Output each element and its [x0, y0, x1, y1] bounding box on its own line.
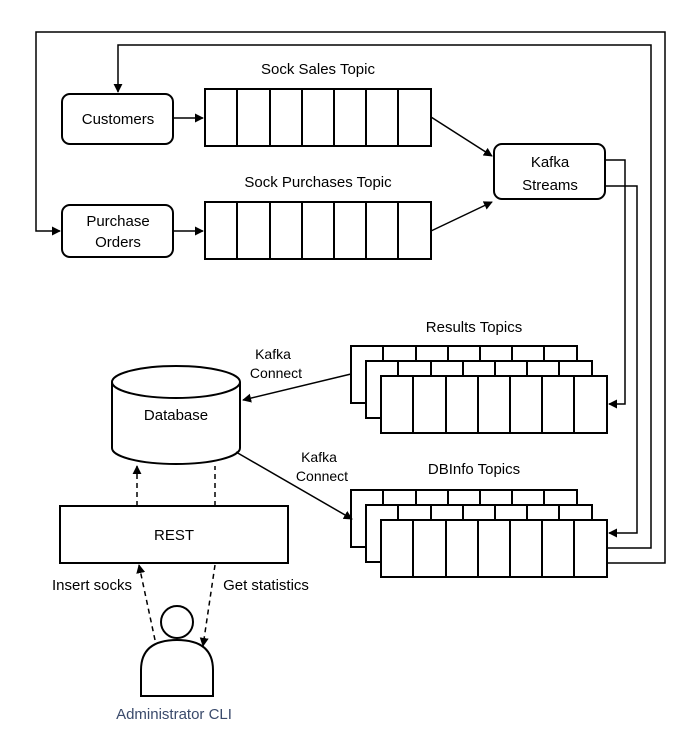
sock-sales-topic-queue [204, 88, 432, 147]
edge-purchases-to-streams [430, 201, 493, 232]
kafka-connect-lower-label-line1: Kafka [301, 449, 337, 465]
kafka-streams-label-line2: Streams [522, 177, 578, 194]
get-statistics-label: Get statistics [223, 577, 309, 594]
sock-sales-topic-label: Sock Sales Topic [261, 61, 375, 78]
kafka-connect-upper-label-line1: Kafka [255, 346, 291, 362]
purchase-orders-label-line2: Orders [95, 234, 141, 251]
purchase-orders-label-line1: Purchase [86, 213, 149, 230]
administrator-actor-icon [140, 605, 214, 697]
results-topics-stack [350, 345, 608, 434]
edge-streams-to-dbinfo [605, 185, 638, 538]
edge-dbinfo-to-customers [113, 44, 652, 549]
insert-socks-label: Insert socks [52, 577, 132, 594]
edge-dbinfo-to-purchase-orders [35, 31, 666, 564]
administrator-cli-label: Administrator CLI [116, 706, 232, 723]
edge-results-to-database [242, 373, 352, 403]
rest-label: REST [154, 527, 194, 544]
kafka-streams-label-line1: Kafka [531, 154, 570, 171]
purchase-orders-node: Purchase Orders [61, 204, 174, 258]
rest-node: REST [59, 505, 289, 564]
database-label: Database [144, 407, 208, 424]
database-node: Database [111, 365, 241, 465]
dbinfo-topics-stack [350, 489, 608, 578]
sock-purchases-topic-queue [204, 201, 432, 260]
customers-node: Customers [61, 93, 174, 145]
customers-label: Customers [82, 111, 155, 128]
kafka-connect-upper-label-line2: Connect [250, 365, 302, 381]
edge-admin-to-rest [136, 564, 156, 641]
dbinfo-topics-label: DBInfo Topics [428, 461, 520, 478]
edge-rest-to-admin [199, 564, 216, 647]
edge-database-to-dbinfo [235, 451, 353, 520]
edge-sales-to-streams [430, 116, 493, 157]
kafka-streams-node: Kafka Streams [493, 143, 606, 200]
edge-streams-to-results [605, 159, 626, 409]
results-topics-label: Results Topics [426, 319, 522, 336]
kafka-connect-lower-label-line2: Connect [296, 468, 348, 484]
sock-purchases-topic-label: Sock Purchases Topic [244, 174, 392, 191]
